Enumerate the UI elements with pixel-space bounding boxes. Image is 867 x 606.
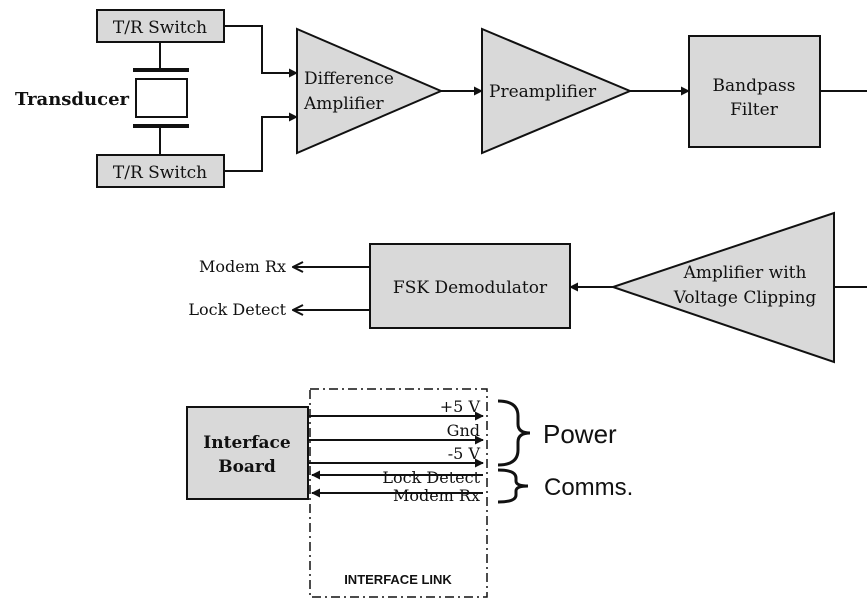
preamplifier: Preamplifier	[481, 27, 633, 155]
preamplifier-label: Preamplifier	[489, 82, 597, 102]
interface-board-label-line1: Interface	[203, 433, 291, 453]
bandpass-filter-label-line2: Filter	[730, 100, 779, 120]
fsk-demodulator-label: FSK Demodulator	[393, 278, 548, 298]
middle-signal-chain: Amplifier with Voltage Clipping FSK Demo…	[188, 211, 867, 364]
tr-switch-bottom: T/R Switch	[96, 154, 225, 188]
power-group-label: Power	[543, 419, 617, 449]
bandpass-filter: Bandpass Filter	[688, 35, 821, 148]
amplifier-clipping-label-line1: Amplifier with	[683, 263, 807, 283]
difference-amplifier-label-line2: Amplifier	[303, 94, 385, 114]
comms-brace	[497, 468, 529, 504]
minus5v-label: -5 V	[448, 444, 481, 463]
plus5v-label: +5 V	[440, 397, 481, 416]
tr-switch-top-label: T/R Switch	[113, 18, 207, 38]
interface-section: INTERFACE LINK Interface Board +5 V Gnd …	[186, 388, 633, 598]
top-signal-chain: T/R Switch T/R Switch Transducer Differe…	[15, 9, 867, 188]
difference-amplifier: Difference Amplifier	[296, 27, 444, 155]
gnd-label: Gnd	[447, 421, 480, 440]
comms-group-label: Comms.	[544, 474, 633, 501]
tr-top-to-diff-amp-arrow	[224, 25, 298, 78]
interface-board: Interface Board	[186, 406, 309, 500]
interface-link-title: INTERFACE LINK	[344, 572, 452, 587]
modem-rx-output-label: Modem Rx	[199, 257, 286, 276]
lock-detect-label: Lock Detect	[382, 468, 480, 487]
bandpass-filter-label-line1: Bandpass	[713, 76, 796, 96]
tr-switch-top: T/R Switch	[96, 9, 225, 43]
tr-switch-bottom-label: T/R Switch	[113, 163, 207, 183]
difference-amplifier-label-line1: Difference	[304, 69, 394, 89]
lock-detect-output-label: Lock Detect	[188, 300, 286, 319]
transducer-symbol	[133, 42, 189, 155]
transducer-label: Transducer	[15, 89, 130, 110]
interface-board-label-line2: Board	[218, 457, 276, 477]
modem-rx-label: Modem Rx	[393, 486, 480, 505]
amplifier-with-voltage-clipping: Amplifier with Voltage Clipping	[609, 211, 835, 364]
power-brace	[497, 399, 531, 467]
fsk-demodulator: FSK Demodulator	[369, 243, 571, 329]
amplifier-clipping-label-line2: Voltage Clipping	[673, 288, 817, 308]
tr-bottom-to-diff-amp-arrow	[224, 112, 298, 172]
